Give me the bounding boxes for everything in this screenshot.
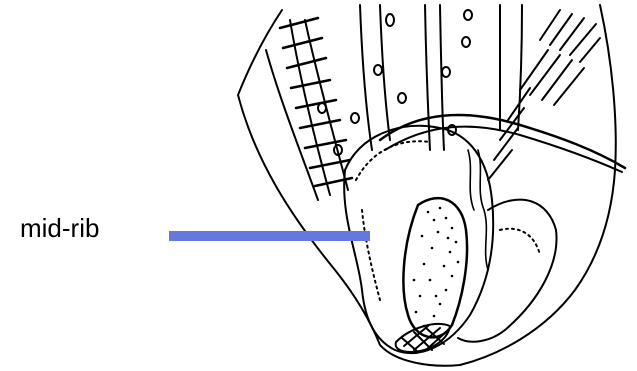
ladder-rungs <box>278 16 354 188</box>
stomata-pores <box>317 9 473 156</box>
curved-tendril <box>378 113 627 170</box>
crosshatch-patch <box>394 323 451 353</box>
right-sheath-lobe <box>457 198 558 343</box>
parallel-vein-3 <box>424 4 431 151</box>
pointer-bar <box>169 231 370 241</box>
inner-vein-wavy-2 <box>467 149 475 211</box>
leaf-outer-left-margin <box>237 9 461 367</box>
ladder-vein-left-rail <box>289 19 331 196</box>
right-fringe-hatching <box>487 9 601 181</box>
leaf-inner-left-line <box>265 49 319 201</box>
curved-tendril-inner <box>384 125 623 173</box>
sheath-stipple-line <box>355 140 431 181</box>
mid-rib-sheath <box>343 124 495 355</box>
sheath-stipple-line-2 <box>361 209 381 301</box>
leaf-outer-right-margin <box>459 4 617 366</box>
parallel-vein-4 <box>439 4 445 151</box>
dark-fold-stipple <box>412 206 460 328</box>
dark-fold <box>402 196 469 339</box>
inner-vein-wavy-1 <box>477 149 489 271</box>
right-sheath-stipple <box>499 227 541 256</box>
parallel-vein-6 <box>517 4 523 131</box>
mid-rib-label: mid-rib <box>20 213 100 243</box>
mid-rib-pointer-line <box>169 231 370 241</box>
parallel-vein-2 <box>379 4 391 141</box>
parallel-vein-1 <box>359 4 373 151</box>
